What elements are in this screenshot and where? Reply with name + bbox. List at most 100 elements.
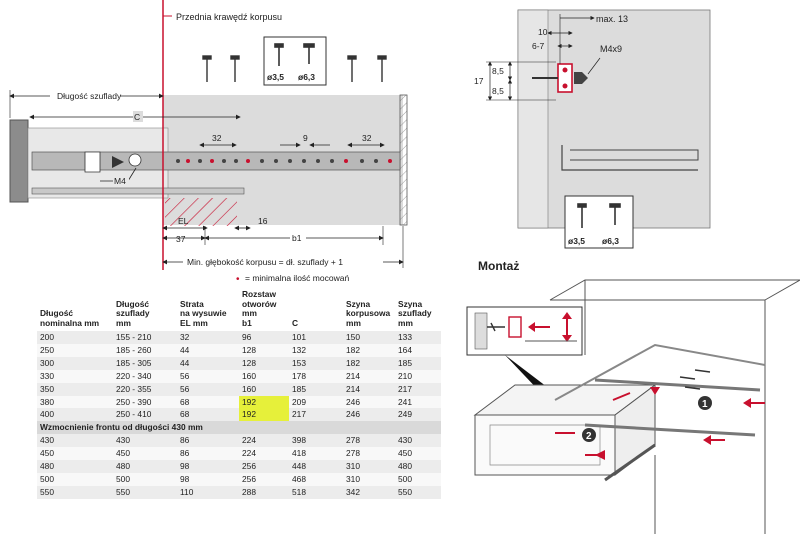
table-cell: 217	[395, 382, 441, 396]
el-label: EL	[178, 216, 189, 226]
table-cell: 185	[395, 356, 441, 370]
table-cell: 350	[37, 382, 113, 396]
table-cell: 342	[343, 485, 395, 499]
table-cell: 96	[239, 331, 289, 344]
table-cell: 185 - 260	[113, 343, 177, 357]
table-cell: 209	[289, 395, 343, 409]
table-cell: 550	[37, 485, 113, 499]
table-header-line: mm	[116, 317, 131, 328]
legend-dot: •	[236, 274, 240, 285]
table-cell: 128	[239, 343, 289, 357]
dim-32-left: 32	[212, 133, 222, 143]
table-cell: 430	[113, 434, 177, 448]
table-cell: 500	[113, 472, 177, 486]
table-header-line: b1	[242, 317, 252, 328]
table-header-cell: C	[289, 288, 343, 331]
table-cell: 398	[289, 434, 343, 448]
table-cell: 250	[37, 343, 113, 357]
table-header-line: mm	[346, 317, 361, 328]
table-cell: 500	[37, 472, 113, 486]
table-cell: 288	[239, 485, 289, 499]
table-cell: 98	[177, 472, 239, 486]
table-cell: 256	[239, 460, 289, 473]
table-header-line: Długość	[116, 298, 150, 309]
table-cell: 182	[343, 356, 395, 370]
legend-text: = minimalna ilość mocowań	[245, 273, 349, 283]
table-cell: 300	[37, 356, 113, 370]
table-cell: 185	[289, 382, 343, 396]
table-cell: 246	[343, 395, 395, 409]
dim-9: 9	[303, 133, 308, 143]
table-cell: 450	[37, 447, 113, 461]
c-label: C	[134, 112, 140, 122]
dim-10: 10	[538, 27, 548, 37]
table-header-line: Długość	[40, 308, 74, 318]
min-depth-label: Min. głębokość korpusu = dł. szuflady + …	[187, 257, 343, 267]
table-cell: 220 - 355	[113, 382, 177, 396]
table-cell: 468	[289, 472, 343, 486]
cabinet-back-wall	[399, 94, 408, 226]
table-cell: 86	[177, 447, 239, 461]
table-cell: 56	[177, 369, 239, 383]
slide-dimension-drawing: Przednia krawędź korpusu ø3,5 ø6,3 Długo…	[9, 0, 408, 285]
drawer-front-panel	[474, 414, 616, 476]
table-cell: 250 - 410	[113, 408, 177, 422]
table-cell: 160	[239, 369, 289, 383]
table-header-line: mm	[398, 317, 413, 328]
table-cell: 224	[239, 447, 289, 461]
table-header-line: na wysuwie	[180, 308, 227, 318]
max13-label: max. 13	[596, 14, 628, 24]
bracket-detail-drawing: M4x9 max. 13 10 6-7 17 8,5 8,5 ø3,5 ø6,3	[474, 9, 711, 249]
table-header-line: nominalna mm	[40, 317, 100, 328]
dim-6-7: 6-7	[532, 41, 545, 51]
table-cell: 200	[37, 331, 113, 344]
table-cell: 250 - 390	[113, 395, 177, 409]
step-2-label: 2	[586, 431, 592, 442]
table-cell: 155 - 210	[113, 331, 177, 344]
lower-rail	[31, 187, 245, 195]
table-cell: 56	[177, 382, 239, 396]
table-cell: 330	[37, 369, 113, 383]
table-cell: 278	[343, 447, 395, 461]
dim-17: 17	[474, 76, 484, 86]
table-cell: 246	[343, 408, 395, 422]
step-1-label: 1	[702, 399, 708, 410]
table-cell: 217	[289, 408, 343, 422]
screw-size-small: ø3,5	[267, 72, 284, 82]
table-cell: 110	[177, 485, 239, 499]
table-header-line: szuflady	[116, 308, 150, 318]
table-cell: 182	[343, 343, 395, 357]
table-cell: 418	[289, 447, 343, 461]
table-cell: 44	[177, 343, 239, 357]
table-cell: 214	[343, 369, 395, 383]
table-cell: 44	[177, 356, 239, 370]
table-cell: 153	[289, 356, 343, 370]
drawer-rail	[31, 151, 401, 171]
front-hatch	[165, 198, 237, 226]
table-cell: 132	[289, 343, 343, 357]
table-cell: 518	[289, 485, 343, 499]
table-cell: 192	[239, 395, 289, 409]
table-header-line: korpusowa	[346, 308, 391, 318]
montaz-title: Montaż	[478, 259, 520, 273]
table-header-line: C	[292, 317, 299, 328]
rail-holes	[176, 159, 392, 163]
table-cell: 98	[177, 460, 239, 473]
dim-8-5-bottom: 8,5	[492, 86, 504, 96]
table-header-line: otworów mm	[242, 298, 277, 318]
screw-size-small-right: ø3,5	[568, 236, 585, 246]
